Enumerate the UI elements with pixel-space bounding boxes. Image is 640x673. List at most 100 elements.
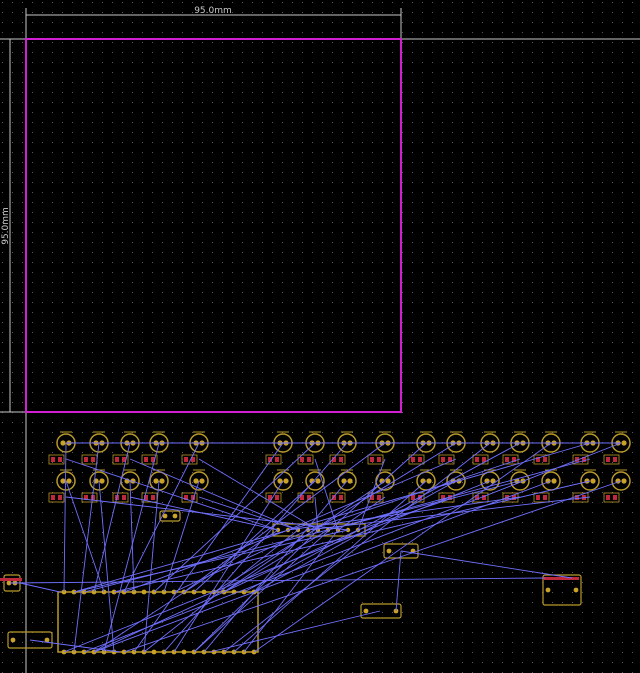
ratsnest-line xyxy=(223,480,386,593)
ratsnest-line xyxy=(163,480,200,593)
resistor-pad xyxy=(613,457,617,462)
resistor-pad xyxy=(411,495,415,500)
resistor-pad xyxy=(184,457,188,462)
header-outline xyxy=(272,523,366,537)
led-body-outline xyxy=(189,471,209,491)
led-footprint[interactable] xyxy=(48,469,76,503)
led-footprint[interactable] xyxy=(141,469,169,503)
resistor-pad xyxy=(575,495,579,500)
ratsnest-line xyxy=(307,496,591,531)
component-pad xyxy=(162,513,168,519)
led-body-outline xyxy=(611,471,631,491)
ratsnest-line xyxy=(253,480,457,593)
resistor-pad xyxy=(606,457,610,462)
resistor-pad xyxy=(482,495,486,500)
ic-outline xyxy=(57,591,259,653)
ratsnest-line xyxy=(123,480,622,653)
led-pad xyxy=(193,478,199,484)
component-pad xyxy=(10,637,16,643)
ratsnest-line xyxy=(113,480,591,593)
ratsnest-layer xyxy=(9,442,622,653)
resistor-pad xyxy=(91,495,95,500)
ratsnest-line xyxy=(223,529,329,593)
led-pad xyxy=(283,478,289,484)
led-pad xyxy=(153,478,159,484)
resistor-outline xyxy=(603,492,620,503)
led-pad xyxy=(420,478,426,484)
resistor-outline xyxy=(48,454,65,465)
small-component[interactable] xyxy=(159,510,181,522)
led-footprint[interactable] xyxy=(81,469,109,503)
resistor-pad xyxy=(191,457,195,462)
ic-pin xyxy=(181,649,187,655)
resistor-pad xyxy=(275,495,279,500)
resistor-outline xyxy=(48,492,65,503)
resistor-pad xyxy=(122,457,126,462)
led-pad xyxy=(490,478,496,484)
dim-v-label: 95.0mm xyxy=(1,207,11,245)
dim-h-label: 95.0mm xyxy=(194,6,232,16)
led-pad xyxy=(347,478,353,484)
led-footprint[interactable] xyxy=(603,431,631,465)
resistor-outline xyxy=(408,454,425,465)
resistor-pad xyxy=(613,495,617,500)
led-pad xyxy=(277,478,283,484)
ratsnest-line xyxy=(337,496,386,531)
resistor-pad xyxy=(58,457,62,462)
led-body-outline xyxy=(337,471,357,491)
ratsnest-line xyxy=(98,480,115,653)
ratsnest-line xyxy=(93,442,131,593)
board-outline[interactable] xyxy=(25,38,402,413)
ratsnest-line xyxy=(63,442,67,593)
component-pad xyxy=(363,608,369,614)
ratsnest-line xyxy=(129,496,279,531)
ic-pin xyxy=(201,589,207,595)
resistor-outline xyxy=(297,454,314,465)
crystal-footprint[interactable] xyxy=(7,631,53,649)
resistor-pad xyxy=(151,495,155,500)
ratsnest-line xyxy=(243,442,521,593)
ratsnest-line xyxy=(287,496,521,531)
led-body-outline xyxy=(580,471,600,491)
led-pad xyxy=(551,478,557,484)
led-footprint[interactable] xyxy=(181,469,209,503)
ratsnest-line xyxy=(65,458,279,531)
resistor-pad xyxy=(307,495,311,500)
resistor-outline xyxy=(81,492,98,503)
ratsnest-line xyxy=(93,529,279,653)
led-pad xyxy=(199,478,205,484)
net-highlight-pad xyxy=(0,578,22,581)
resistor-pad xyxy=(582,457,586,462)
resistor-pad xyxy=(91,457,95,462)
resistor-outline xyxy=(141,454,158,465)
ratsnest-line xyxy=(183,442,386,593)
ratsnest-line xyxy=(395,550,402,612)
ratsnest-line xyxy=(9,577,546,584)
resistor-outline xyxy=(329,454,346,465)
led-pad xyxy=(426,478,432,484)
resistor-pad xyxy=(339,457,343,462)
ratsnest-line xyxy=(198,458,319,531)
resistor-pad xyxy=(606,495,610,500)
ic-pin xyxy=(141,589,147,595)
component-pad xyxy=(6,580,12,586)
resistor-pad xyxy=(58,495,62,500)
resistor-pad xyxy=(115,457,119,462)
resistor-pad xyxy=(505,457,509,462)
resistor-outline xyxy=(603,454,620,465)
resistor-outline xyxy=(112,492,129,503)
component-pad xyxy=(545,587,551,593)
resistor-pad xyxy=(377,495,381,500)
ratsnest-line xyxy=(193,529,319,653)
connector-footprint[interactable] xyxy=(542,574,582,606)
resistor-pad xyxy=(275,457,279,462)
led-pad xyxy=(66,478,72,484)
led-pad xyxy=(60,440,66,446)
led-body-outline xyxy=(446,471,466,491)
led-pad xyxy=(99,478,105,484)
resistor-pad xyxy=(370,495,374,500)
led-pad xyxy=(315,478,321,484)
resistor-pad xyxy=(482,457,486,462)
